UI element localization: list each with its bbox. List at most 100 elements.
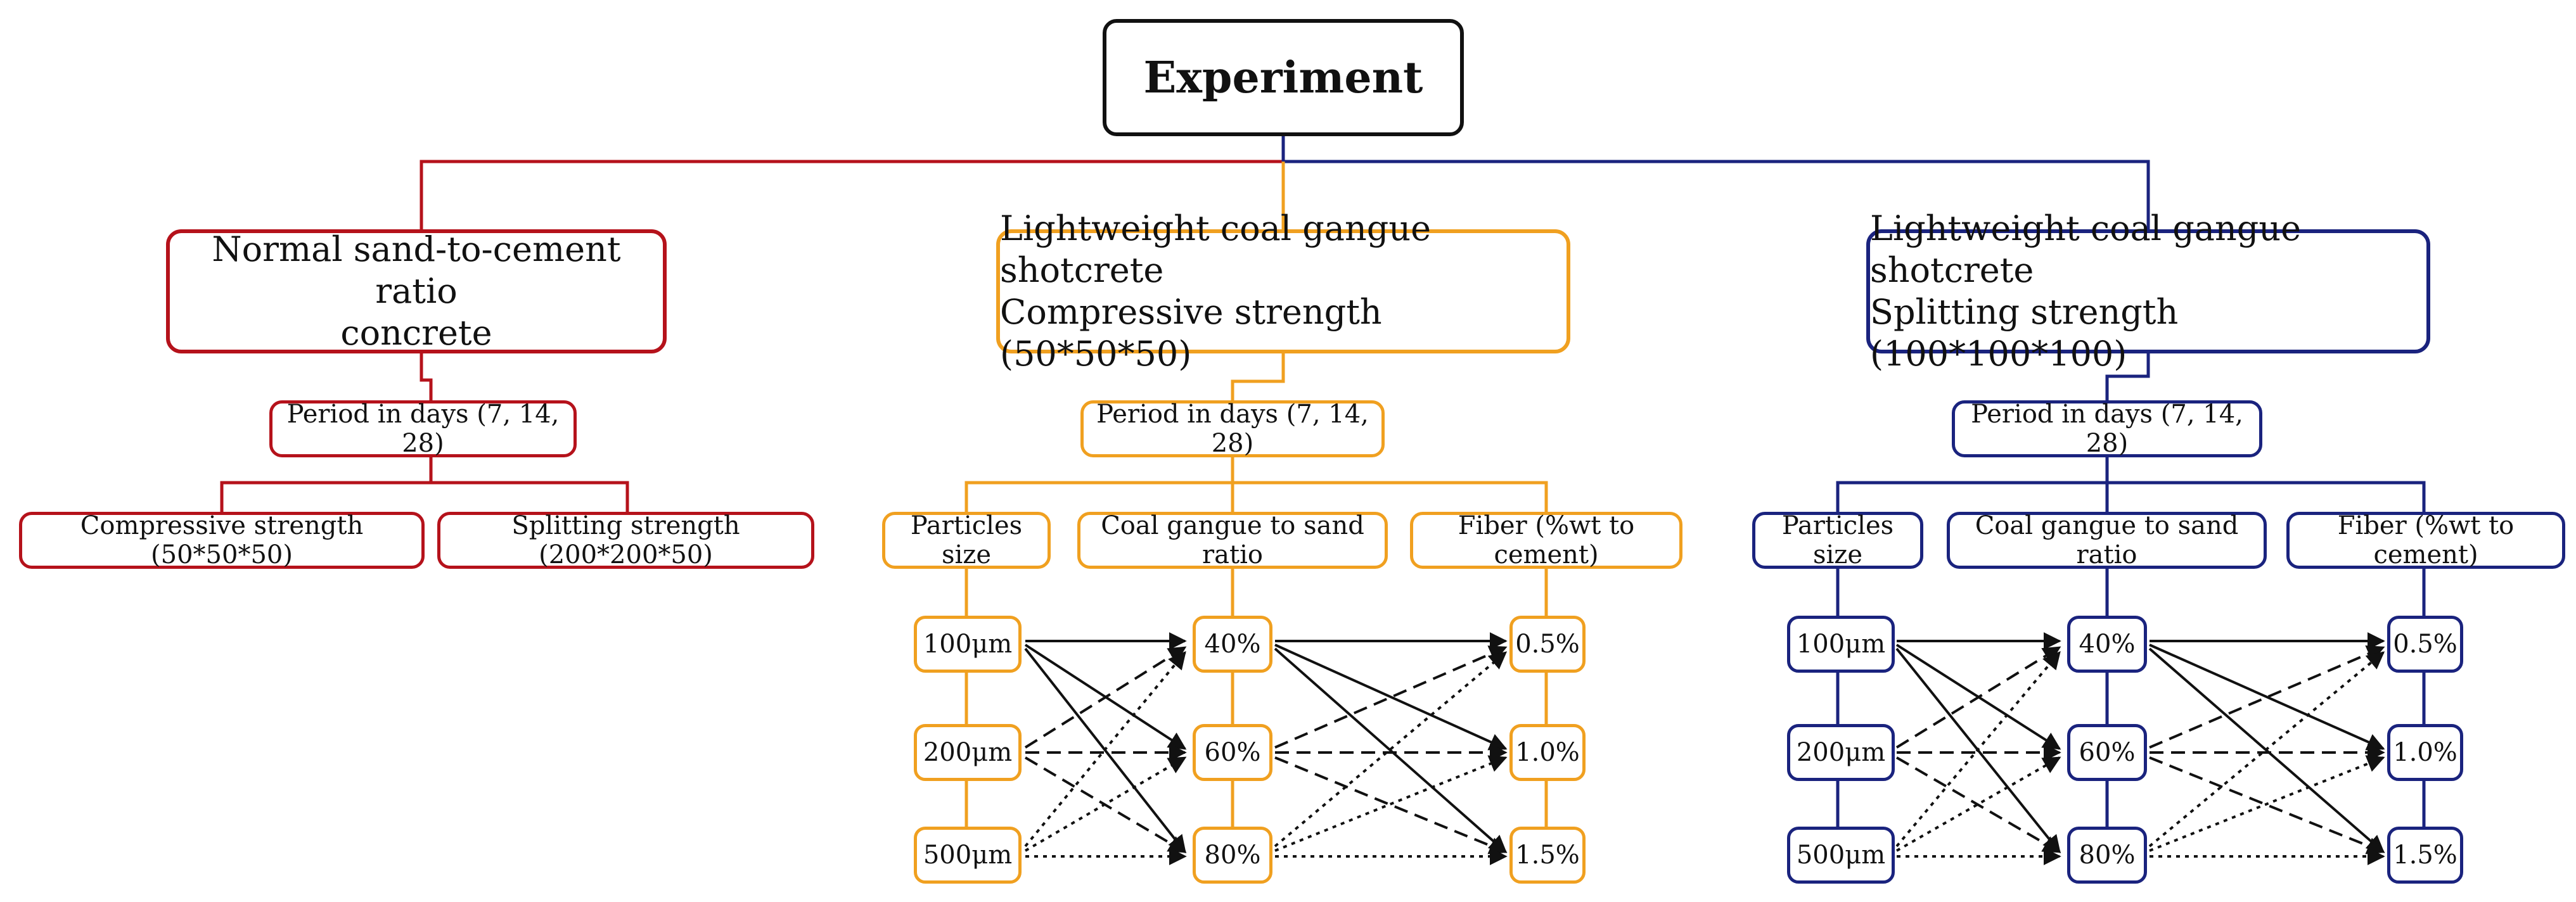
middle-connectors	[964, 353, 1548, 827]
right-particle-500-node: 500μm	[1787, 827, 1895, 884]
splitting-shotcrete-label-line2: Splitting strength (100*100*100)	[1870, 292, 2179, 374]
connector-middle-particles	[964, 457, 1234, 512]
arrow-m-500-40	[1024, 651, 1186, 848]
right-fiber-05-label: 0.5%	[2393, 630, 2457, 659]
middle-ratio-80-node: 80%	[1193, 827, 1272, 884]
arrow-m-80-05	[1274, 651, 1508, 848]
middle-particle-200-label: 200μm	[923, 738, 1013, 767]
right-ratio-40-node: 40%	[2067, 616, 2147, 673]
middle-particles-size-label: Particles size	[910, 511, 1023, 569]
arrow-r-80-05	[2148, 651, 2385, 848]
right-particle-200-node: 200μm	[1787, 724, 1895, 781]
connector-left-period	[420, 353, 433, 400]
right-ratio-60-node: 60%	[2067, 724, 2147, 781]
middle-fiber-label: Fiber (%wt to cement)	[1458, 511, 1635, 569]
arrow-m-40-15	[1274, 647, 1508, 853]
middle-ratio-40-node: 40%	[1193, 616, 1272, 673]
arrow-m-80-10	[1274, 755, 1508, 852]
middle-period-box: Period in days (7, 14, 28)	[1080, 400, 1385, 458]
middle-arrows	[1024, 632, 1508, 865]
middle-fiber-15-label: 1.5%	[1515, 841, 1580, 870]
middle-fiber-box: Fiber (%wt to cement)	[1410, 511, 1682, 569]
connector-right-particles	[1836, 457, 2109, 512]
arrow-m-200-40	[1024, 646, 1187, 749]
middle-particle-500-node: 500μm	[914, 827, 1022, 884]
middle-particles-size-box: Particles size	[882, 511, 1051, 569]
arrow-m-60-15	[1274, 756, 1508, 854]
middle-ratio-label: Coal gangue to sand ratio	[1101, 511, 1364, 569]
compressive-shotcrete-label-line2: Compressive strength (50*50*50)	[1000, 292, 1382, 374]
middle-period-label: Period in days (7, 14, 28)	[1096, 400, 1369, 458]
middle-particle-100-label: 100μm	[923, 630, 1013, 659]
middle-ratio-80-label: 80%	[1204, 841, 1261, 870]
connector-middle-fiber	[1233, 481, 1548, 512]
middle-particle-500-label: 500μm	[923, 841, 1013, 870]
connector-top-right	[1281, 136, 2150, 229]
normal-concrete-label-line1: Normal sand-to-cement ratio	[212, 229, 621, 312]
middle-particle-200-node: 200μm	[914, 724, 1022, 781]
arrow-r-500-40	[1895, 651, 2061, 848]
left-compressive-box: Compressive strength (50*50*50)	[19, 511, 425, 569]
right-particle-500-label: 500μm	[1796, 841, 1886, 870]
left-compressive-label: Compressive strength (50*50*50)	[80, 511, 364, 569]
right-particle-100-node: 100μm	[1787, 616, 1895, 673]
arrow-r-40-10	[2149, 644, 2385, 751]
compressive-shotcrete-box: Lightweight coal gangue shotcrete Compre…	[996, 208, 1570, 374]
experiment-title: Experiment	[1143, 52, 1423, 103]
connector-left-splitting	[431, 481, 629, 512]
right-ratio-60-label: 60%	[2079, 738, 2136, 767]
normal-concrete-label-line2: concrete	[340, 312, 492, 353]
middle-ratio-60-node: 60%	[1193, 724, 1272, 781]
right-particle-200-label: 200μm	[1796, 738, 1886, 767]
right-arrows	[1895, 632, 2385, 865]
left-connectors	[220, 353, 629, 512]
left-splitting-box: Splitting strength (200*200*50)	[437, 511, 814, 569]
right-fiber-label: Fiber (%wt to cement)	[2337, 511, 2515, 569]
left-splitting-label: Splitting strength (200*200*50)	[511, 511, 740, 569]
arrow-r-80-10	[2149, 755, 2385, 852]
right-particles-size-label: Particles size	[1781, 511, 1894, 569]
left-period-box: Period in days (7, 14, 28)	[269, 400, 577, 458]
compressive-shotcrete-label-line1: Lightweight coal gangue shotcrete	[1000, 208, 1432, 291]
arrow-m-500-60	[1024, 756, 1187, 852]
right-ratio-40-label: 40%	[2079, 630, 2136, 659]
right-particle-100-label: 100μm	[1796, 630, 1886, 659]
right-period-label: Period in days (7, 14, 28)	[1971, 400, 2243, 458]
arrow-r-200-80	[1895, 756, 2061, 853]
right-ratio-label: Coal gangue to sand ratio	[1975, 511, 2239, 569]
experiment-title-box: Experiment	[1103, 19, 1464, 136]
right-ratio-80-node: 80%	[2067, 827, 2147, 884]
right-fiber-15-node: 1.5%	[2387, 827, 2463, 884]
middle-fiber-10-node: 1.0%	[1509, 724, 1586, 781]
right-ratio-box: Coal gangue to sand ratio	[1947, 511, 2267, 569]
normal-concrete-box: Normal sand-to-cement ratio concrete	[166, 229, 667, 353]
right-fiber-05-node: 0.5%	[2387, 616, 2463, 673]
right-ratio-80-label: 80%	[2079, 841, 2136, 870]
middle-fiber-10-label: 1.0%	[1515, 738, 1580, 767]
arrow-m-40-10	[1274, 644, 1508, 751]
middle-ratio-40-label: 40%	[1204, 630, 1261, 659]
connector-right-period	[2105, 353, 2150, 400]
right-fiber-10-node: 1.0%	[2387, 724, 2463, 781]
middle-ratio-60-label: 60%	[1204, 738, 1261, 767]
connector-middle-period	[1231, 353, 1285, 400]
left-period-label: Period in days (7, 14, 28)	[286, 400, 560, 458]
splitting-shotcrete-box: Lightweight coal gangue shotcrete Splitt…	[1866, 208, 2430, 374]
right-fiber-box: Fiber (%wt to cement)	[2286, 511, 2565, 569]
middle-ratio-box: Coal gangue to sand ratio	[1077, 511, 1388, 569]
right-fiber-10-label: 1.0%	[2393, 738, 2457, 767]
connector-right-fiber	[2107, 481, 2426, 512]
middle-particle-100-node: 100μm	[914, 616, 1022, 673]
right-particles-size-box: Particles size	[1752, 511, 1923, 569]
connector-left-compressive	[220, 457, 433, 512]
right-connectors	[1836, 353, 2426, 827]
splitting-shotcrete-label-line1: Lightweight coal gangue shotcrete	[1870, 208, 2302, 291]
top-connectors	[420, 136, 2150, 229]
middle-fiber-05-node: 0.5%	[1509, 616, 1586, 673]
arrow-r-200-40	[1895, 646, 2061, 749]
right-fiber-15-label: 1.5%	[2393, 841, 2457, 870]
middle-fiber-05-label: 0.5%	[1515, 630, 1580, 659]
right-period-box: Period in days (7, 14, 28)	[1952, 400, 2262, 458]
middle-fiber-15-node: 1.5%	[1509, 827, 1586, 884]
